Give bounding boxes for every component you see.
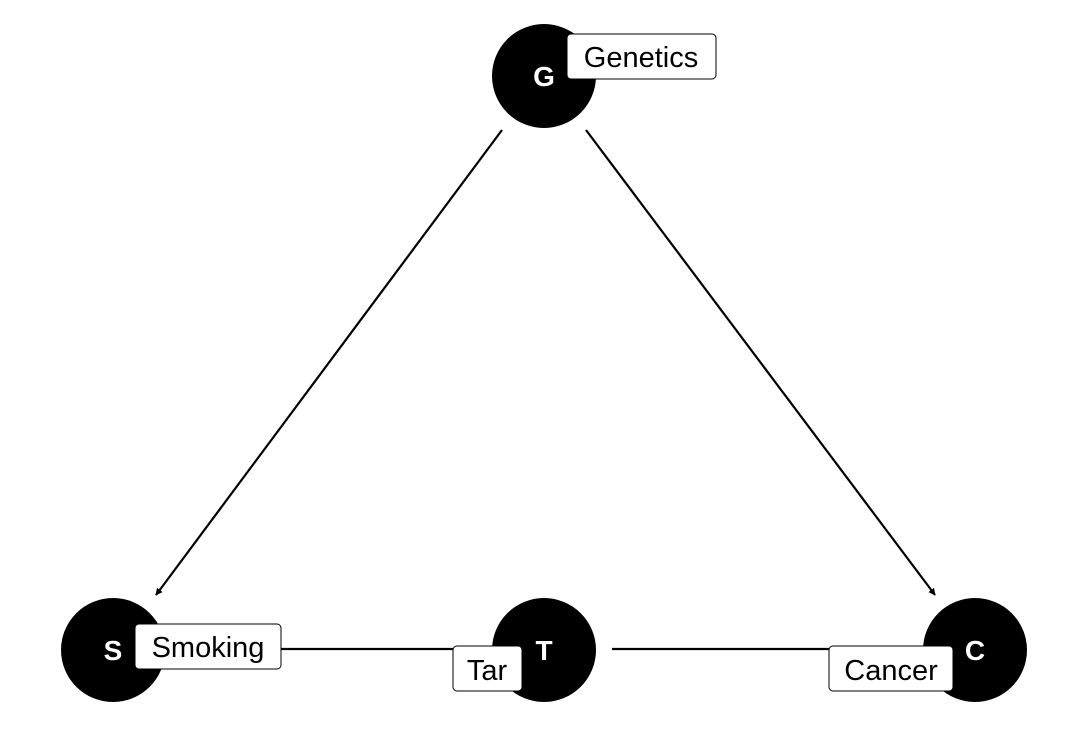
label-text: Cancer bbox=[844, 655, 938, 687]
label-text: Genetics bbox=[584, 42, 698, 74]
label-text: Tar bbox=[467, 655, 508, 687]
label-smoking: Smoking bbox=[134, 623, 282, 670]
label-tar: Tar bbox=[452, 645, 523, 692]
node-layer: G S T C bbox=[61, 24, 1027, 702]
edge-genetics-to-smoking bbox=[155, 129, 503, 596]
label-box bbox=[134, 623, 282, 670]
node-letter: T bbox=[535, 635, 552, 666]
label-box bbox=[828, 645, 954, 692]
label-layer: Genetics Smoking Tar Cancer bbox=[134, 33, 954, 692]
label-cancer: Cancer bbox=[828, 645, 954, 692]
node-letter: C bbox=[965, 635, 985, 666]
node-letter: G bbox=[533, 61, 555, 92]
label-text: Smoking bbox=[152, 632, 265, 664]
edge-layer bbox=[155, 129, 936, 653]
label-box bbox=[452, 645, 523, 692]
node-letter: S bbox=[104, 635, 123, 666]
edge-genetics-to-cancer bbox=[585, 129, 936, 596]
label-genetics: Genetics bbox=[566, 33, 717, 80]
label-box bbox=[566, 33, 717, 80]
